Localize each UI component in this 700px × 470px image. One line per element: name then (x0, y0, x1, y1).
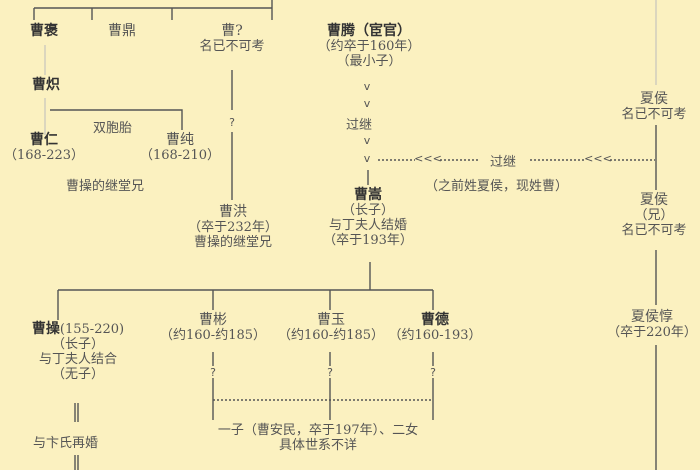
person-caoding: 曹鼎 (108, 23, 136, 39)
twins-bracket (50, 109, 183, 130)
person-caohong: 曹洪 （卒于232年） 曹操的继堂兄 (188, 204, 278, 251)
person-caobin: 曹彬 （约160-约185） (159, 312, 267, 344)
adoption-label-1: 过继 (346, 118, 373, 133)
person-caoyu: 曹玉 （约160-约185） (277, 312, 385, 344)
down-arrow-icon: v (363, 80, 371, 93)
person-caode: 曹德 （约160-193） (388, 312, 482, 344)
unknown-mark: ? (327, 366, 333, 379)
unknown-mark: ? (430, 366, 436, 379)
down-arrow-icon: v (363, 97, 371, 110)
unknown-mark: ? (229, 116, 235, 129)
descendants-note: 一子（曹安民，卒于197年）、二女 具体世系不详 (217, 423, 419, 453)
cousins-note: 曹操的继堂兄 (66, 179, 145, 194)
remarriage-double-line (74, 403, 79, 470)
person-caoren: 曹仁 （168-223） (3, 132, 85, 164)
top-sibling-drops (33, 8, 273, 20)
person-xiahou-brother: 夏侯 （兄） 名已不可考 (621, 192, 687, 239)
remarriage-note: 与卞氏再婚 (33, 436, 99, 451)
descendant-lines (212, 352, 434, 420)
person-caochun: 曹纯 （168-210） (139, 132, 221, 164)
person-xiahoudun: 夏侯惇 （卒于220年） (607, 309, 697, 341)
children-drops (57, 290, 434, 320)
children-bar (58, 262, 433, 291)
twins-label: 双胞胎 (93, 121, 133, 136)
left-arrows-icon: <<< (414, 152, 442, 165)
adoption-note: （之前姓夏侯，现姓曹） (425, 179, 569, 194)
person-caocao: 曹操(155-220) （长子） 与丁夫人结合 （无子） (31, 321, 125, 383)
top-sibling-bar (34, 0, 273, 9)
left-arrows-icon: <<< (584, 152, 612, 165)
person-caozhi: 曹炽 (32, 77, 60, 93)
person-caosong: 曹嵩 （长子） 与丁夫人结婚 （卒于193年） (323, 187, 413, 249)
down-arrow-icon: v (363, 152, 371, 165)
person-cao-unknown: 曹? 名已不可考 (199, 23, 265, 55)
person-xiahou-father: 夏侯 名已不可考 (621, 91, 687, 123)
adoption-label-2: 过继 (490, 155, 517, 170)
person-caoteng: 曹腾（宦官） （约卒于160年） （最小子） (317, 23, 421, 70)
down-arrow-icon: v (363, 134, 371, 147)
unknown-mark: ? (210, 366, 216, 379)
person-caobao: 曹褒 (30, 23, 58, 39)
